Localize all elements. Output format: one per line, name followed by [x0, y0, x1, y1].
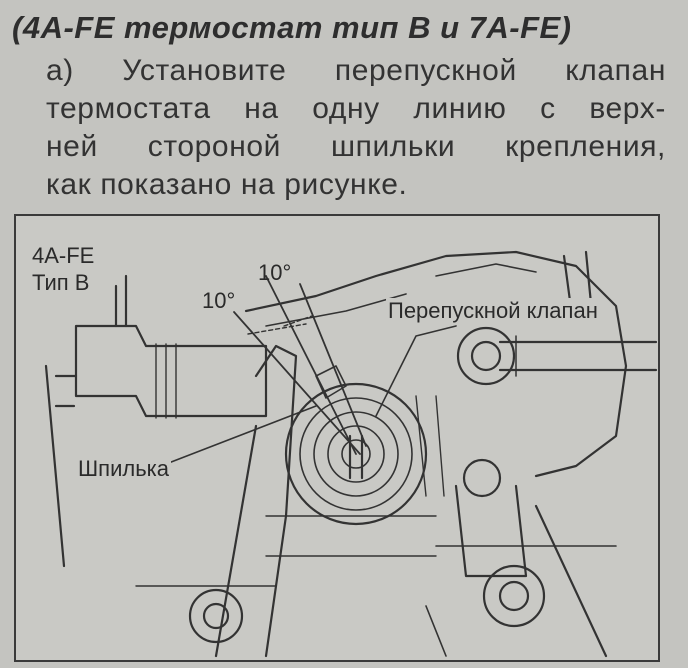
instruction-line-4: как показано на рисунке. — [46, 168, 408, 201]
angle-label-right: 10° — [258, 260, 292, 285]
bypass-valve-label: Перепускной клапан — [386, 298, 600, 324]
thermostat-drawing — [44, 250, 658, 658]
engine-model-label: 4A-FE — [32, 243, 95, 268]
stud-label: Шпилька — [76, 456, 172, 482]
angle-label-left: 10° — [202, 288, 236, 313]
thermostat-type-label: Тип B — [32, 270, 90, 295]
thermostat-diagram: 4A-FE Тип B 10° 10° Перепускной клапан Ш… — [14, 214, 660, 662]
section-heading: (4A-FE термостат тип B и 7A-FE) — [12, 10, 572, 45]
